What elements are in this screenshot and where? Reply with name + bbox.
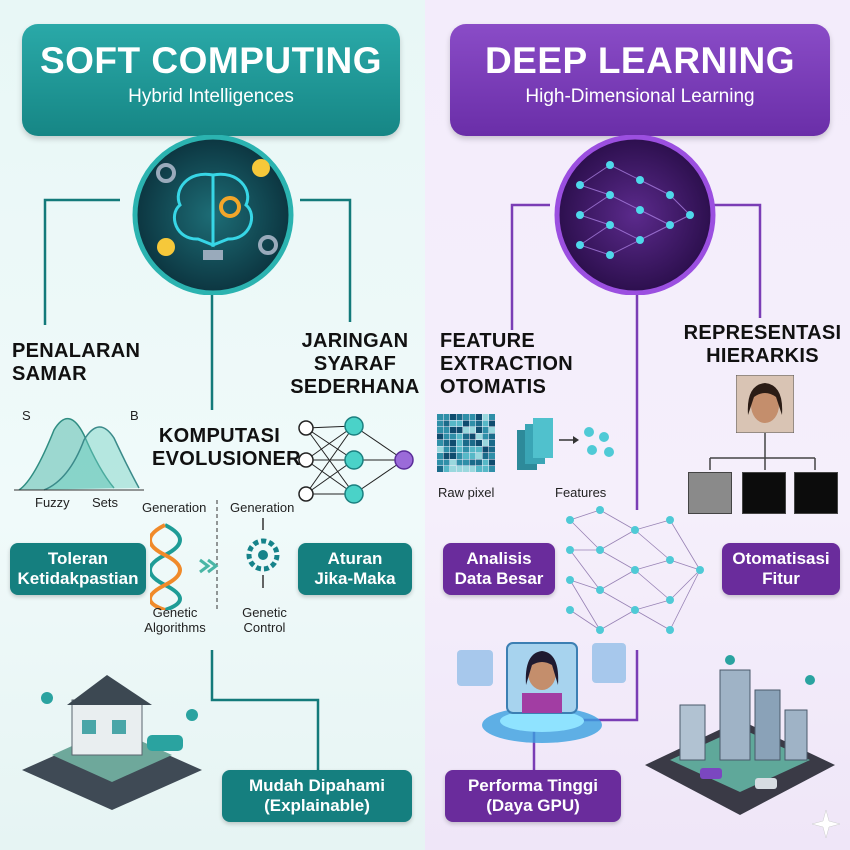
features-label: Features <box>555 485 607 500</box>
generation-right-label: Generation <box>230 500 295 515</box>
feature-extraction-label: FEATURE EXTRACTION OTOMATIS <box>440 330 573 398</box>
hierarchical-representation-label: REPRESENTASI HIERARKIS <box>683 322 842 367</box>
high-performance-tag: Performa Tinggi (Daya GPU) <box>445 770 621 822</box>
neural-network-icon <box>554 135 716 295</box>
smart-city-icon <box>645 655 835 815</box>
face-recognition-icon <box>457 642 626 743</box>
fuzzy-text: Fuzzy <box>35 495 70 510</box>
genetic-diagram-icon <box>150 500 280 610</box>
smart-home-icon <box>22 675 202 810</box>
genetic-algorithms-label: Genetic Algorithms <box>144 605 206 635</box>
simple-neural-network-label: JARINGAN SYARAF SEDERHANA <box>290 330 420 398</box>
face-portrait-icon <box>736 375 794 433</box>
big-data-analysis-tag: Analisis Data Besar <box>443 543 555 595</box>
fuzzy-reasoning-label: PENALARAN SAMAR <box>12 340 141 385</box>
deep-learning-subtitle: High-Dimensional Learning <box>525 86 755 107</box>
soft-computing-subtitle: Hybrid Intelligences <box>128 86 294 107</box>
sets-text: Sets <box>92 495 119 510</box>
genetic-control-label: Genetic Control <box>242 605 287 635</box>
fuzzy-s-label: S <box>22 408 31 423</box>
fuzzy-sets-icon <box>14 418 144 491</box>
simple-network-icon <box>298 416 414 504</box>
object-feature-icon <box>794 472 838 514</box>
brain-icon <box>132 135 294 295</box>
deep-learning-title: DEEP LEARNING <box>484 40 796 81</box>
fuzzy-b-label: B <box>130 408 139 423</box>
explainable-tag: Mudah Dipahami (Explainable) <box>222 770 412 822</box>
edge-feature-icon <box>688 472 732 514</box>
sparkle-icon <box>812 810 840 838</box>
evolutionary-computing-label: KOMPUTASI EVOLUSIONER <box>152 425 301 470</box>
soft-computing-title: SOFT COMPUTING <box>39 40 383 81</box>
generation-left-label: Generation <box>142 500 207 515</box>
deep-learning-header: DEEP LEARNING High-Dimensional Learning <box>450 24 830 136</box>
deep-network-icon <box>566 506 704 634</box>
soft-computing-header: SOFT COMPUTING Hybrid Intelligences <box>22 24 400 136</box>
uncertainty-tolerance-tag: Toleran Ketidakpastian <box>10 543 146 595</box>
if-then-rules-tag: Aturan Jika-Maka <box>298 543 412 595</box>
raw-pixel-to-features-icon <box>437 414 614 472</box>
part-feature-icon <box>742 472 786 514</box>
raw-pixel-label: Raw pixel <box>438 485 495 500</box>
feature-automation-tag: Otomatisasi Fitur <box>722 543 840 595</box>
